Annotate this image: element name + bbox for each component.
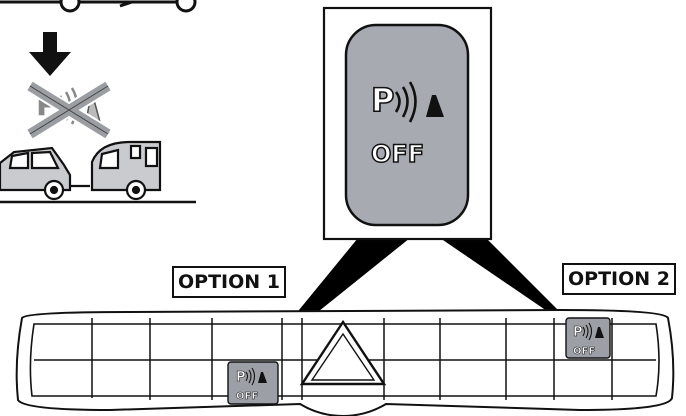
svg-text:OFF: OFF bbox=[573, 346, 595, 357]
option2-label: OPTION 2 bbox=[562, 263, 676, 295]
svg-text:P: P bbox=[236, 370, 246, 385]
svg-text:OFF: OFF bbox=[236, 391, 258, 402]
car-towing-caravan bbox=[0, 142, 196, 202]
option1-label: OPTION 1 bbox=[172, 266, 286, 298]
parking-sensor-disabled-icon: P bbox=[30, 86, 108, 134]
parking-sensor-off-button-option1: P OFF bbox=[228, 362, 278, 404]
parking-sensor-off-button-option2: P OFF bbox=[566, 318, 610, 358]
car-wheels-top bbox=[0, 0, 196, 11]
svg-text:P: P bbox=[573, 325, 583, 340]
down-arrow-icon bbox=[29, 32, 71, 76]
svg-text:P: P bbox=[371, 81, 394, 119]
svg-text:OFF: OFF bbox=[371, 140, 424, 168]
parking-sensor-off-button-large: P OFF bbox=[346, 25, 468, 225]
